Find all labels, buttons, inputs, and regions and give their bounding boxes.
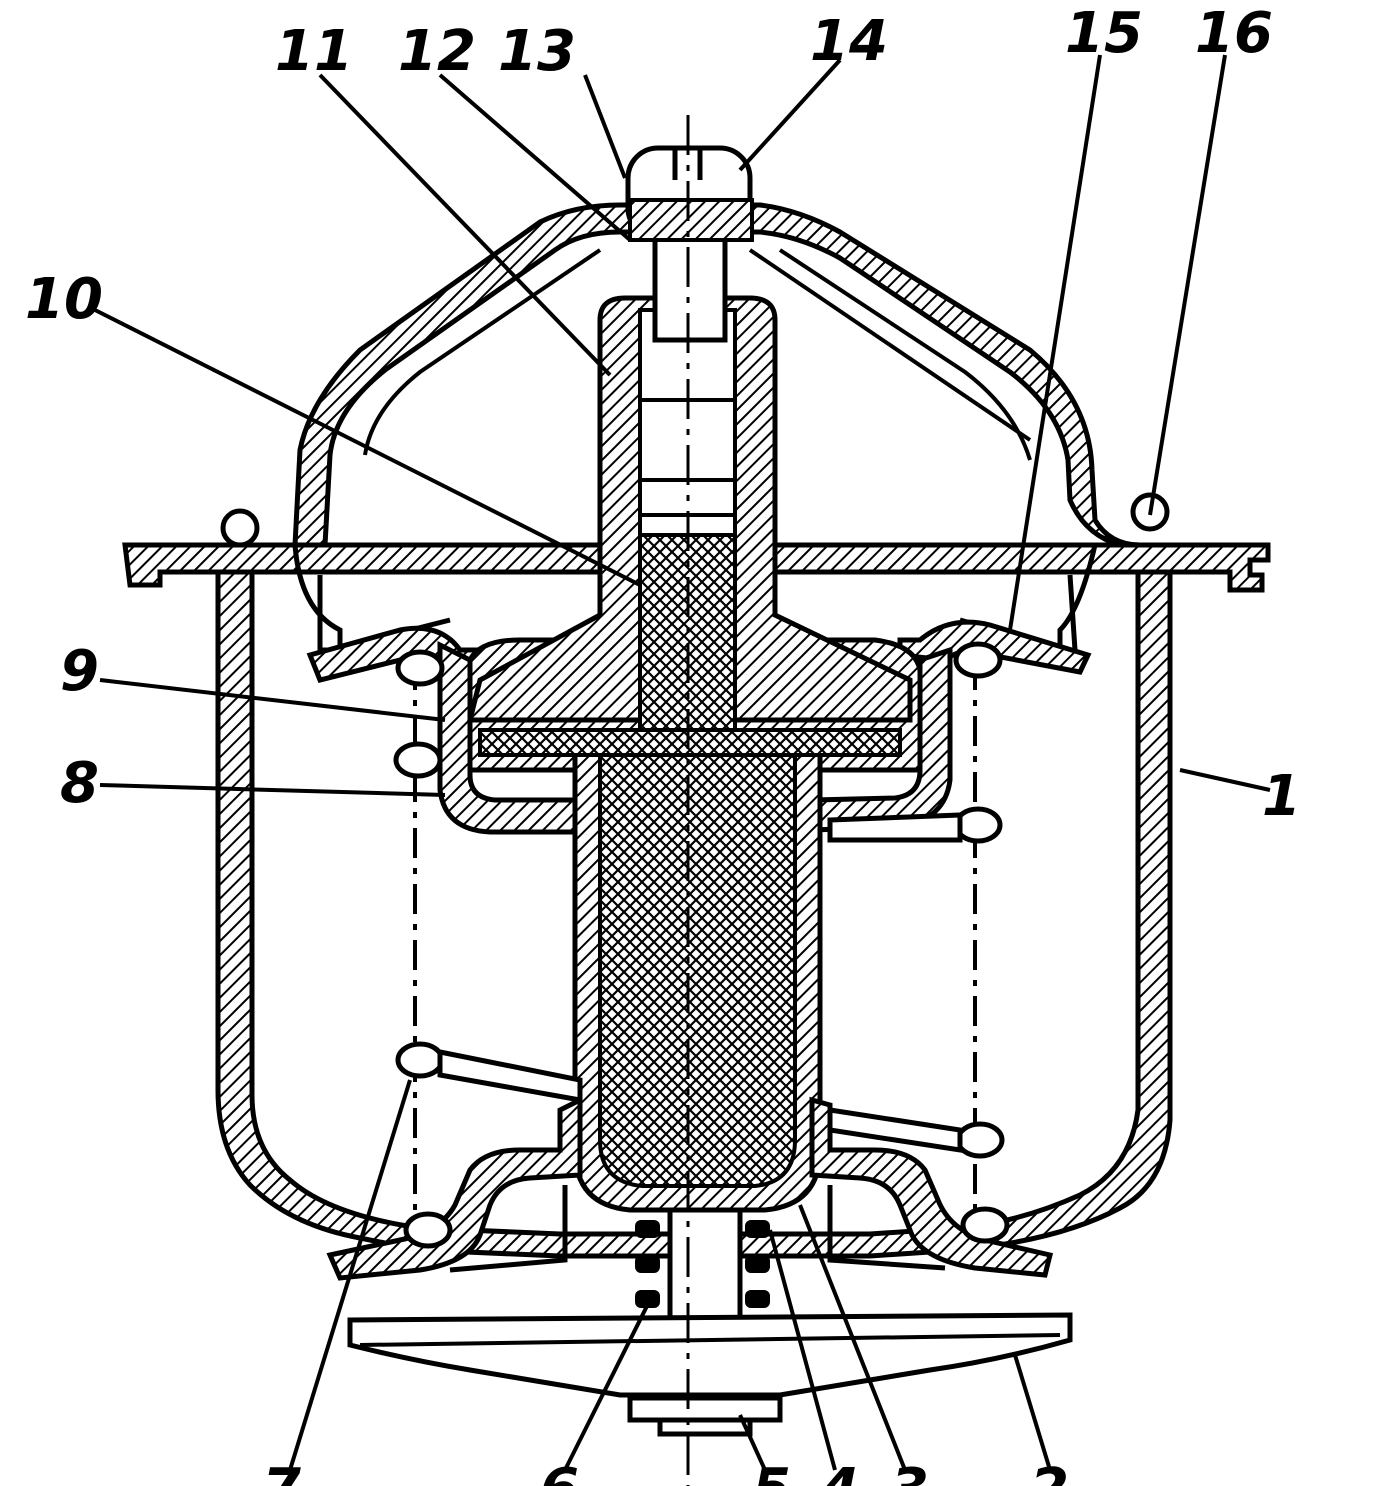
label-14: 14 — [810, 9, 888, 74]
guide-sleeve — [466, 295, 913, 737]
label-4: 4 — [819, 1457, 859, 1486]
label-6: 6 — [540, 1457, 579, 1486]
label-5: 5 — [752, 1457, 791, 1486]
upper-bridge — [292, 202, 1141, 653]
label-10: 10 — [25, 267, 103, 332]
label-16: 16 — [1195, 1, 1273, 66]
label-9: 9 — [60, 639, 99, 704]
label-3: 3 — [890, 1457, 929, 1486]
label-13: 13 — [498, 19, 576, 84]
label-1: 1 — [1262, 764, 1301, 829]
label-8: 8 — [60, 751, 99, 816]
callout-labels: 1 2 3 4 5 6 7 8 9 10 11 12 13 14 15 16 — [25, 1, 1301, 1486]
return-spring — [393, 641, 1010, 1249]
label-15: 15 — [1065, 1, 1143, 66]
housing-cup — [215, 557, 1173, 1259]
label-2: 2 — [1030, 1457, 1069, 1486]
lower-stem-assembly — [347, 1207, 1073, 1437]
leader-lines — [94, 54, 1271, 1471]
label-7: 7 — [262, 1457, 301, 1486]
label-12: 12 — [398, 19, 476, 84]
label-11: 11 — [275, 19, 353, 84]
